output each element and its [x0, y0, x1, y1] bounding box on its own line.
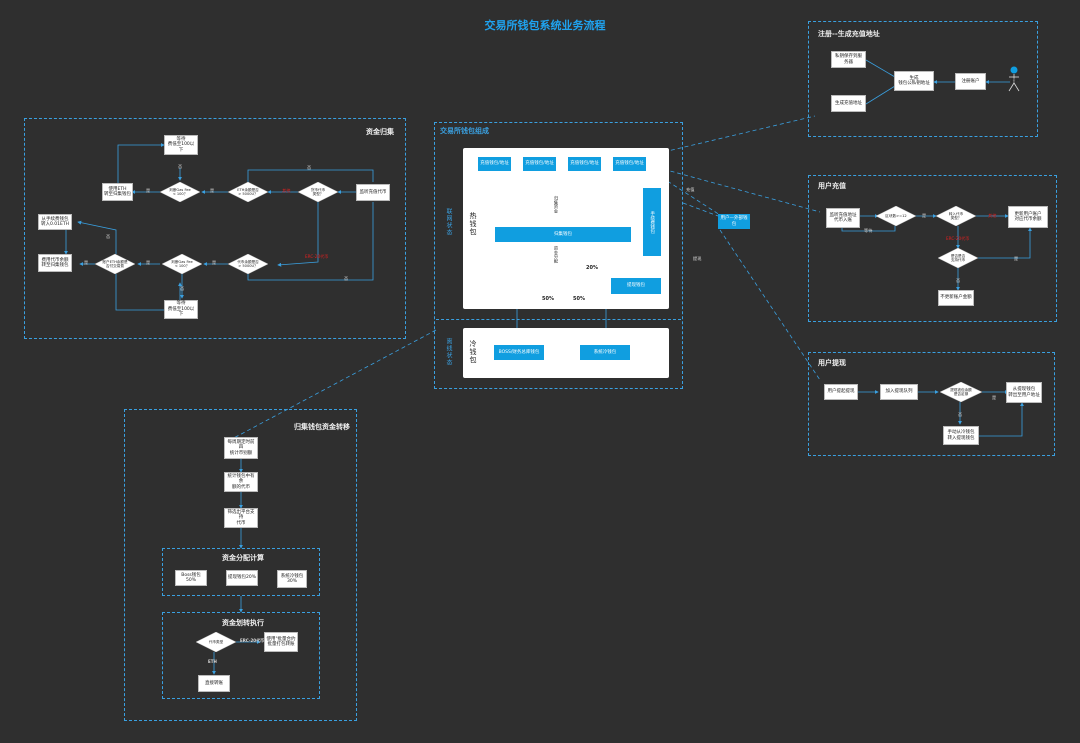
- transfer-step-2: 统计钱包中有余 额的代币: [224, 472, 258, 492]
- transfer-step-1: 每周期定时前四 统计币别额: [224, 437, 258, 459]
- deposit-token-type: 转入代币 类型？: [936, 206, 976, 226]
- exec-panel-title: 资金划转执行: [222, 619, 264, 627]
- deposit-address-4: 充值钱包/地址: [613, 157, 646, 171]
- register-panel-title: 注册--生成充值地址: [818, 30, 880, 38]
- withdraw-no-label: 否: [958, 412, 963, 417]
- collect-label-erc20: ERC-20代币: [305, 254, 329, 259]
- online-state-label: 联网状态: [445, 208, 452, 236]
- withdraw-transfer: 从提现钱包 转出至用户地址: [1006, 382, 1042, 403]
- external-deposit-label: 充值: [686, 187, 695, 192]
- collect-panel: [24, 118, 406, 339]
- deposit-no-label: 否: [956, 278, 961, 283]
- collect-judge-gas-2: 判断Gas Fee < 100？: [162, 254, 202, 274]
- cold-wallet-label: 冷钱包: [469, 340, 477, 364]
- collect-label-no-2: 否: [307, 165, 312, 170]
- register-gen-addr: 生成充值地址: [831, 95, 866, 112]
- alloc-withdraw: 提现钱包20%: [226, 570, 258, 586]
- withdraw-wallet: 提现钱包: [611, 278, 661, 294]
- deposit-other-label: 其他: [988, 213, 997, 218]
- offline-state-label: 离线状态: [445, 338, 452, 366]
- deposit-wait-label: 等待: [864, 228, 873, 233]
- deposit-erc20-label: ERC-20代币: [946, 236, 970, 241]
- deposit-no-update: 不更新账户金额: [938, 290, 974, 306]
- collect-gas-enough: 账户ETH余额是 否付交易费: [95, 254, 135, 274]
- hot-wallet-label: 热钱包: [469, 212, 477, 236]
- exec-panel: [162, 612, 320, 699]
- exec-batch: 使用"批量合约 批量打包转账: [264, 632, 298, 652]
- collect-label-yes-1: 是: [146, 188, 151, 193]
- register-gen-key: 生成 钱包公私钥地址: [894, 71, 934, 91]
- exec-direct: 直接转账: [198, 675, 230, 692]
- collect-label-yes-2: 是: [210, 188, 215, 193]
- collect-token-type: 货币代币 类型？: [298, 182, 338, 202]
- state-divider: [436, 319, 681, 320]
- collect-judge-gas-1: 判断Gas Fee < 100？: [160, 182, 200, 202]
- exec-erc20-label: ERC-20代币: [240, 638, 265, 643]
- withdraw-manual: 手动从冷钱包 转入提现钱包: [943, 426, 979, 445]
- alloc-boss: Boss钱包50%: [175, 570, 207, 586]
- pct-50b-label: 50%: [573, 296, 585, 302]
- fee-wallet: 手续费钱包: [643, 188, 661, 256]
- deposit-address-1: 充值钱包/地址: [478, 157, 511, 171]
- withdraw-panel: [808, 352, 1055, 456]
- collect-label-yes-4: 是: [146, 260, 151, 265]
- register-user-label: 用户: [1011, 78, 1020, 83]
- transfer-panel-title: 归集钱包资金转移: [294, 423, 350, 431]
- collect-wait-bottom: 等待 费低至100以下: [164, 300, 198, 319]
- collect-monitor: 监听充值代币: [356, 184, 390, 201]
- transfer-panel: [124, 409, 357, 721]
- deposit-update: 更新用户账户 对应代币余额: [1008, 206, 1048, 228]
- exec-token-type: 代币类型: [196, 632, 236, 652]
- wallet-panel: [434, 122, 683, 389]
- deposit-panel: [808, 175, 1057, 322]
- collect-eth-balance: ETH余额是否 > 5000U？: [228, 182, 268, 202]
- collect-label-no-5: 否: [344, 276, 349, 281]
- external-withdraw-label: 提现: [693, 256, 702, 261]
- deposit-yes-label-1: 是: [922, 213, 927, 218]
- register-key-store: 私钥保存到服务器: [831, 51, 866, 68]
- user-icon: [1008, 66, 1020, 92]
- deposit-monitor: 监听充值地址 代币入账: [826, 208, 860, 228]
- collect-label-no-3: 否: [106, 234, 111, 239]
- deposit-yes-label-2: 是: [1014, 256, 1019, 261]
- deposit-blocks: 区块数>=12: [876, 206, 916, 226]
- alloc-panel-title: 资金分配计算: [222, 554, 264, 562]
- collect-wallet: 归集钱包: [495, 227, 631, 242]
- deposit-panel-title: 用户充值: [818, 182, 846, 190]
- pct-20-label: 20%: [586, 265, 598, 271]
- collect-fee-topup: 费用代币余额 转至归集钱包: [38, 254, 72, 272]
- collect-wait-top: 等待 费低至100以下: [164, 135, 198, 155]
- collect-label-no-4: 否: [180, 286, 185, 291]
- register-account: 注册账户: [955, 73, 986, 90]
- withdraw-yes-label: 是: [992, 395, 997, 400]
- collect-label-eth: 其他: [282, 188, 291, 193]
- alloc-cold: 系统冷钱包 30%: [277, 570, 307, 588]
- exec-eth-label: ETH: [208, 659, 217, 664]
- collect-flow-label: 归集资金: [554, 196, 559, 213]
- deposit-address-3: 充值钱包/地址: [568, 157, 601, 171]
- pct-50a-label: 50%: [542, 296, 554, 302]
- withdraw-balance-check: 提现钱包余额 是否足够: [940, 382, 982, 402]
- register-panel: [808, 21, 1038, 137]
- cold-boss-wallet: BOSS/财务总库钱包: [494, 345, 544, 360]
- deposit-supported: 是否是否 支持代币: [938, 248, 978, 268]
- withdraw-panel-title: 用户提现: [818, 359, 846, 367]
- withdraw-request: 用户提起提现: [824, 384, 858, 400]
- collect-panel-title: 资金归集: [366, 128, 394, 136]
- page-title: 交易所钱包系统业务流程: [484, 19, 606, 32]
- collect-label-yes-5: 是: [212, 260, 217, 265]
- collect-from-cold: 从手续费钱包 转入0.01ETH: [38, 214, 72, 230]
- wallet-panel-title: 交易所钱包组成: [440, 127, 489, 135]
- collect-label-no-1: 否: [178, 164, 183, 169]
- distribute-flow-label: 资金分配: [554, 246, 559, 263]
- transfer-step-3: 筛选出平台支持 代币: [224, 508, 258, 528]
- alloc-panel: [162, 548, 320, 596]
- collect-use-eth: 使用ETH 转至归集钱包: [102, 183, 133, 201]
- deposit-address-2: 充值钱包/地址: [523, 157, 556, 171]
- cold-system-wallet: 系统冷钱包: [580, 345, 630, 360]
- withdraw-queue: 加入提现队列: [880, 384, 918, 400]
- external-wallet: 用户—外部钱包: [718, 214, 750, 229]
- collect-label-yes-3: 是: [84, 260, 89, 265]
- collect-token-balance: 代币余额是否 > 5000U？: [228, 254, 268, 274]
